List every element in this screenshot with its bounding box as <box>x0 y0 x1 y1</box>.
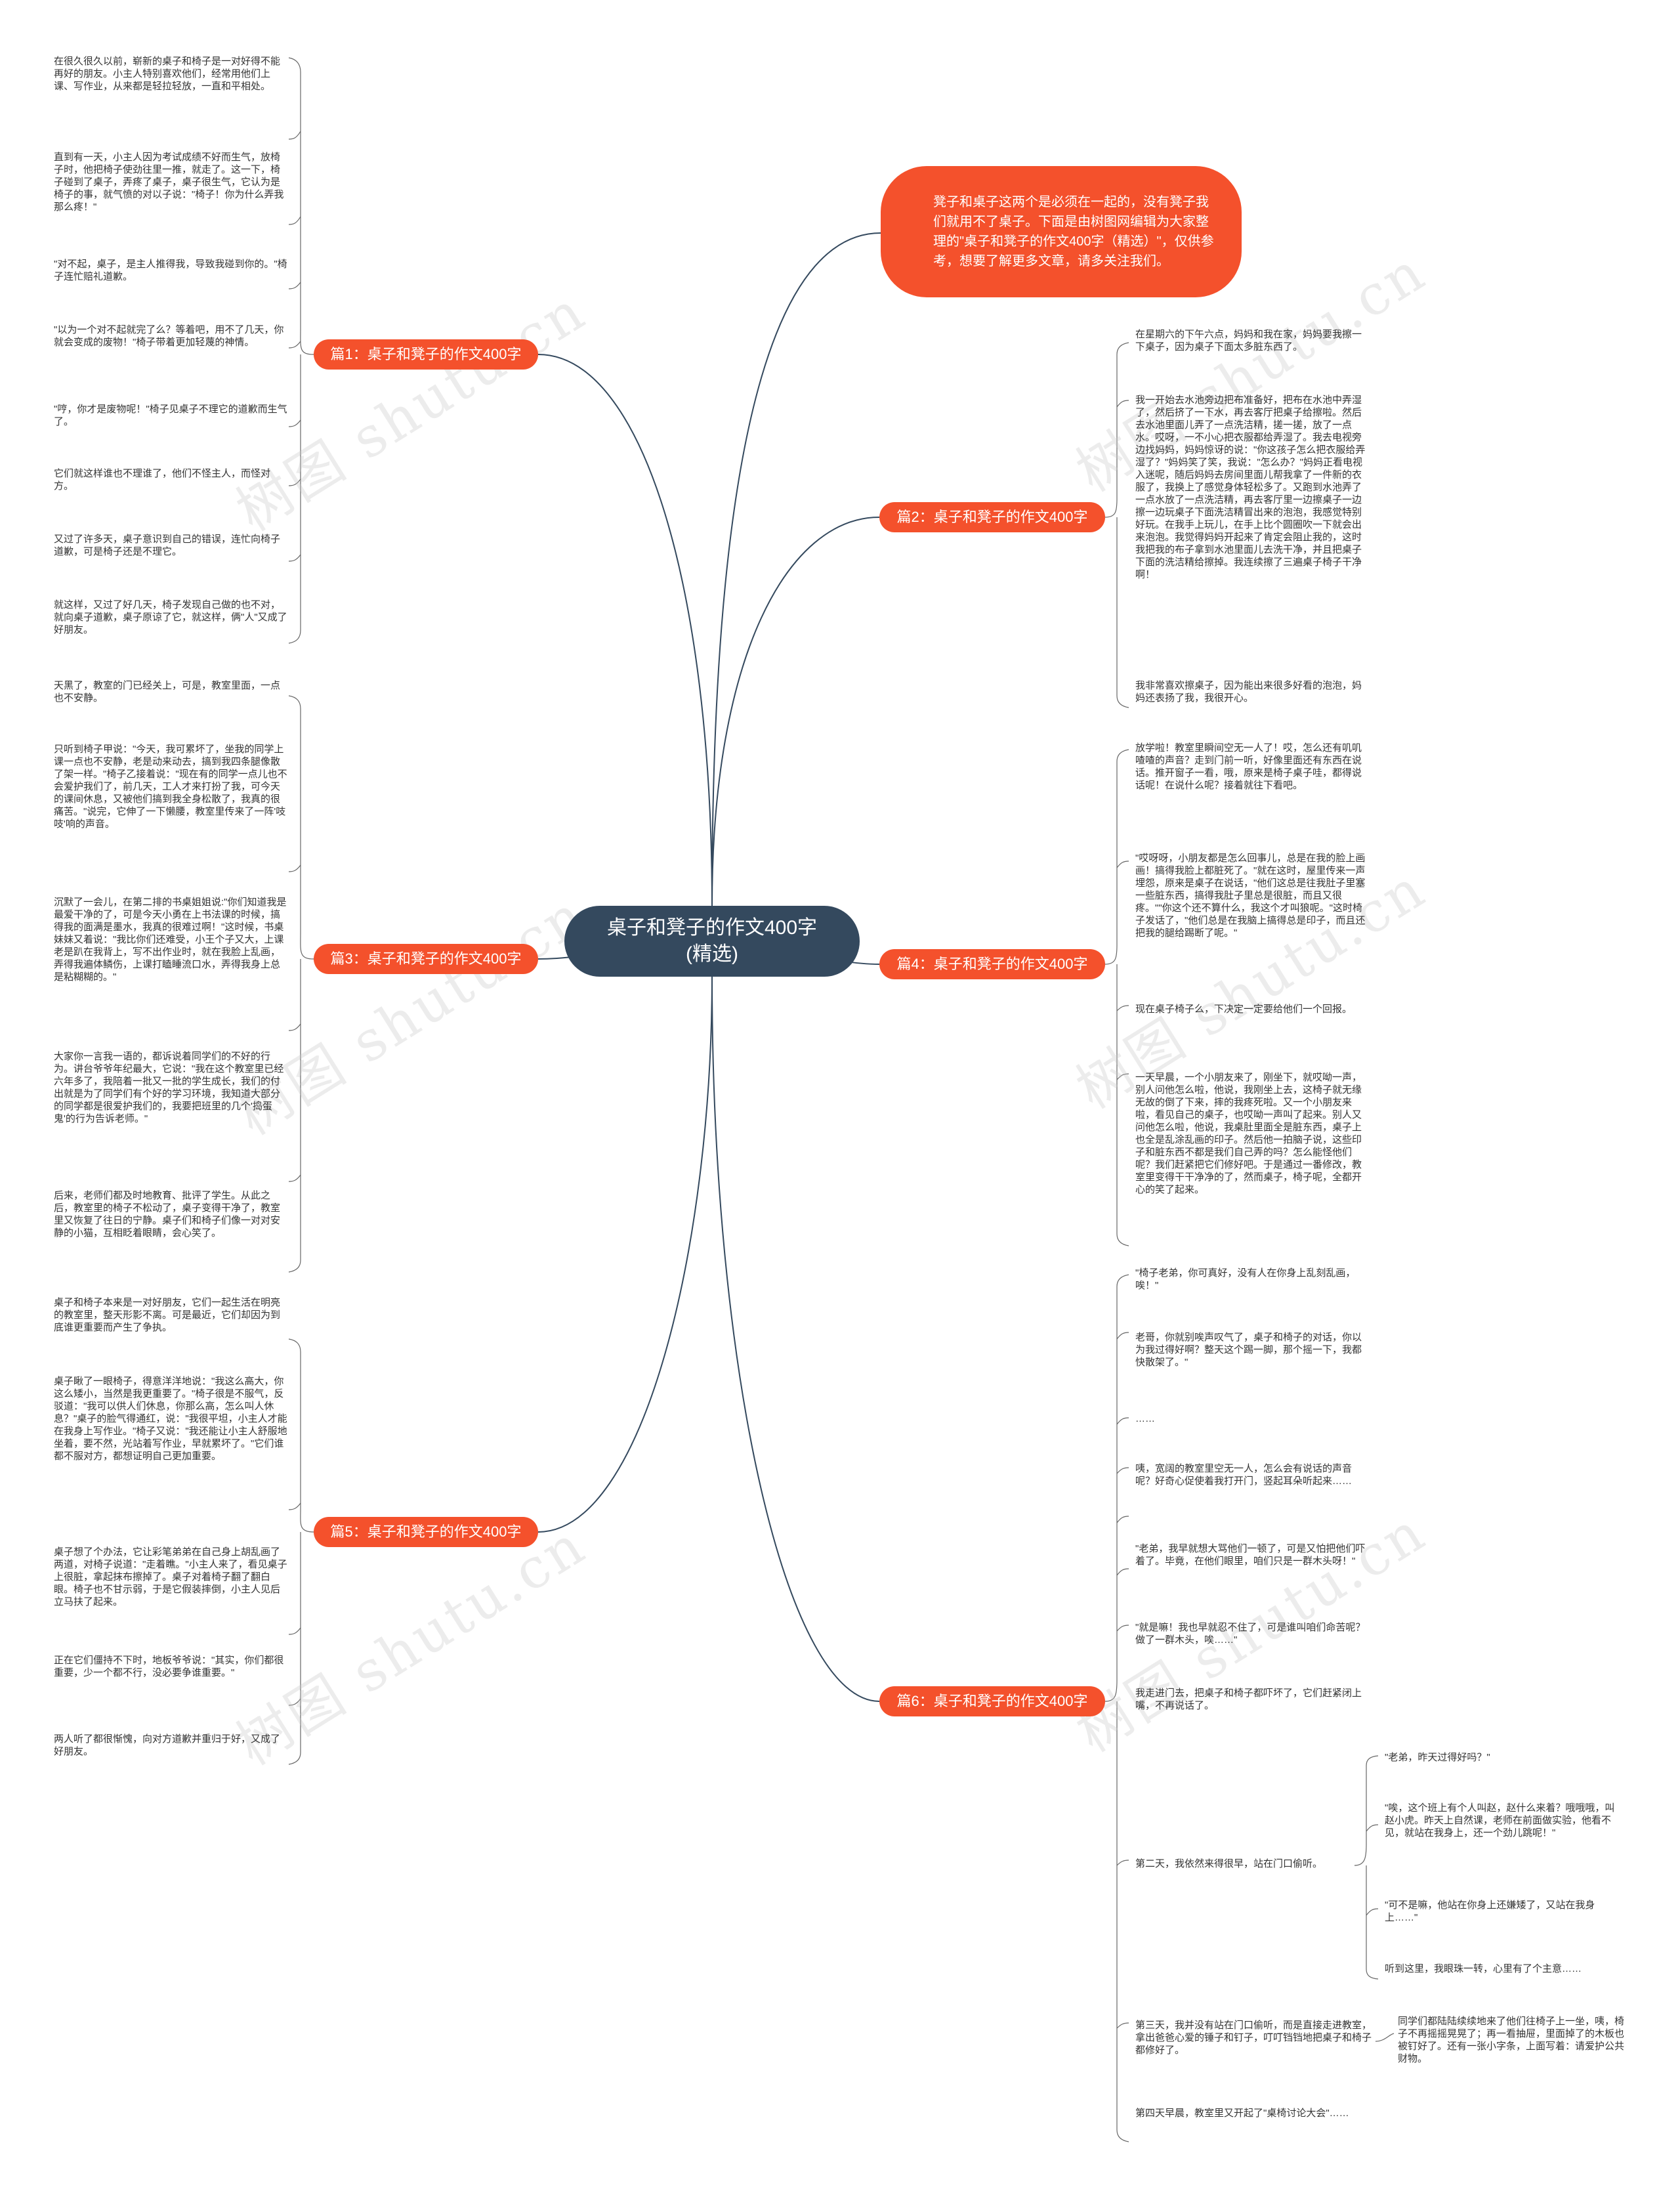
leaf-b6-3: …… <box>1135 1413 1155 1424</box>
leaf-b6-9: 第三天，我并没有站在门口偷听，而是直接走进教室，拿出爸爸心爱的锤子和钉子，叮叮铛… <box>1135 2020 1372 2056</box>
leaf-b6-5: "老弟，我早就想大骂他们一顿了，可是又怕把他们吓着了。毕竟，在他们眼里，咱们只是… <box>1135 1543 1366 1567</box>
leaf-b3-5: 后来，老师们都及时地教育、批评了学生。从此之后，教室里的椅子不松动了，桌子变得干… <box>54 1190 281 1239</box>
leaf-b4-2: "哎呀呀，小朋友都是怎么回事儿，总是在我的脸上画画！搞得我脸上都脏死了。"就在这… <box>1135 853 1366 939</box>
leaf-day3-1: 同学们都陆陆续续地来了他们往椅子上一坐，咦，椅子不再摇摇晃晃了；再一看抽屉，里面… <box>1398 2016 1625 2064</box>
connector-root-b5 <box>537 976 713 1533</box>
leaf-b5-5: 两人听了都很惭愧，向对方道歉并重归于好，又成了好朋友。 <box>54 1734 281 1757</box>
leaf-b1-7: 又过了许多天，桌子意识到自己的错误，连忙向椅子道歉，可是椅子还是不理它。 <box>54 534 281 557</box>
leaf-b2-3: 我非常喜欢擦桌子，因为能出来很多好看的泡泡，妈妈还表扬了我，我很开心。 <box>1135 680 1362 704</box>
connector-root-b1 <box>537 354 713 906</box>
leaf-b6-10: 第四天早晨，教室里又开起了"桌椅讨论大会"…… <box>1135 2108 1349 2119</box>
leaf-day2-1: "老弟，昨天过得好吗？" <box>1385 1752 1490 1763</box>
branch-1[interactable]: 篇1：桌子和凳子的作文400字 <box>314 339 538 370</box>
intro-node[interactable]: 凳子和桌子这两个是必须在一起的，没有凳子我们就用不了桌子。下面是由树图网编辑为大… <box>881 166 1242 297</box>
branch-4[interactable]: 篇4：桌子和凳子的作文400字 <box>879 949 1105 979</box>
branch-3[interactable]: 篇3：桌子和凳子的作文400字 <box>314 944 538 974</box>
leaf-b6-4: 咦，宽阔的教室里空无一人，怎么会有说话的声音呢？好奇心促使着我打开门，竖起耳朵听… <box>1135 1463 1353 1487</box>
leaf-b6-6: "就是嘛！我也早就忍不住了，可是谁叫咱们命苦呢？做了一群木头，唉……" <box>1135 1622 1366 1646</box>
leaf-b1-3: "对不起，桌子，是主人推得我，导致我碰到你的。"椅子连忙赔礼道歉。 <box>54 259 287 282</box>
leaf-b6-2: 老哥，你就别唉声叹气了，桌子和椅子的对话，你以为我过得好啊？整天这个踢一脚，那个… <box>1135 1332 1362 1368</box>
leaf-day2-4: 听到这里，我眼珠一转，心里有了个主意…… <box>1385 1963 1582 1974</box>
leaf-b3-3: 沉默了一会儿，在第二排的书桌姐姐说:"你们知道我是最爱干净的了，可是今天小勇在上… <box>54 897 287 983</box>
leaf-b5-1: 桌子和椅子本来是一对好朋友，它们一起生活在明亮的教室里，整天形影不离。可是最近，… <box>54 1297 281 1333</box>
leaf-b6-7: 我走进门去，把桌子和椅子都吓坏了，它们赶紧闭上嘴，不再说话了。 <box>1135 1688 1362 1711</box>
leaf-b5-2: 桌子瞅了一眼椅子，得意洋洋地说："我这么高大，你这么矮小，当然是我更重要了。"椅… <box>54 1376 287 1462</box>
leaf-b3-1: 天黑了，教室的门已经关上，可是，教室里面，一点也不安静。 <box>54 680 281 704</box>
leaf-day2-2: "唉，这个班上有个人叫赵，赵什么来着？哦哦哦，叫赵小虎。昨天上自然课，老师在前面… <box>1385 1802 1615 1839</box>
leaf-b4-3: 现在桌子椅子么，下决定一定要给他们一个回报。 <box>1135 1004 1353 1015</box>
leaf-b5-4: 正在它们僵持不下时，地板爷爷说："其实，你们都很重要，少一个都不行，没必要争谁重… <box>54 1655 284 1678</box>
leaf-b6-1: "椅子老弟，你可真好，没有人在你身上乱刻乱画，唉！" <box>1135 1267 1356 1291</box>
leaf-b1-1: 在很久很久以前，崭新的桌子和椅子是一对好得不能再好的朋友。小主人特别喜欢他们，经… <box>54 56 281 92</box>
leaf-b3-4: 大家你一言我一语的，都诉说着同学们的不好的行为。讲台爷爷年纪最大，它说："我在这… <box>54 1051 284 1124</box>
connector-root-b2 <box>711 517 880 906</box>
connector-root-intro <box>711 232 881 906</box>
leaf-b1-8: 就这样，又过了好几天，椅子发现自己做的也不对，就向桌子道歉，桌子原谅了它，就这样… <box>54 599 287 635</box>
leaf-b5-3: 桌子想了个办法，它让彩笔弟弟在自己身上胡乱画了两道，对椅子说道："走着瞧。"小主… <box>54 1546 287 1607</box>
leaf-b2-2: 我一开始去水池旁边把布准备好，把布在水池中弄湿了，然后挤了一下水，再去客厅把桌子… <box>1135 394 1366 580</box>
branch-5[interactable]: 篇5：桌子和凳子的作文400字 <box>314 1517 538 1547</box>
leaf-day2-3: "可不是嘛，他站在你身上还嫌矮了，又站在我身上……" <box>1385 1900 1595 1923</box>
leaf-b1-4: "以为一个对不起就完了么？等着吧，用不了几天，你就会变成的废物！"椅子带着更加轻… <box>54 324 284 348</box>
leaf-b1-6: 它们就这样谁也不理谁了，他们不怪主人，而怪对方。 <box>54 468 271 492</box>
leaf-b1-2: 直到有一天，小主人因为考试成绩不好而生气，放椅子时，他把椅子使劲往里一推，就走了… <box>54 152 284 213</box>
intro-text: 凳子和桌子这两个是必须在一起的，没有凳子我们就用不了桌子。下面是由树图网编辑为大… <box>933 195 1214 268</box>
leaf-b1-5: "哼，你才是废物呢！"椅子见桌子不理它的道歉而生气了。 <box>54 404 287 427</box>
branch-2[interactable]: 篇2：桌子和凳子的作文400字 <box>879 502 1105 532</box>
leaf-b6-8: 第二天，我依然来得很早，站在门口偷听。 <box>1135 1858 1323 1869</box>
leaf-b2-1: 在星期六的下午六点，妈妈和我在家，妈妈要我擦一下桌子，因为桌子下面太多脏东西了。 <box>1135 329 1362 352</box>
root-subtitle: (精选) <box>686 943 738 965</box>
root-title: 桌子和凳子的作文400字 <box>606 917 818 939</box>
connector-root-b6 <box>711 976 880 1702</box>
root-topic[interactable]: 桌子和凳子的作文400字 (精选) <box>564 906 860 977</box>
branch-6[interactable]: 篇6：桌子和凳子的作文400字 <box>879 1686 1105 1716</box>
leaf-b4-4: 一天早晨，一个小朋友来了，刚坐下，就哎呦一声，别人问他怎么啦，他说，我刚坐上去，… <box>1135 1072 1362 1195</box>
leaf-b4-1: 放学啦！教室里瞬间空无一人了！哎，怎么还有叽叽喳喳的声音？走到门前一听，好像里面… <box>1135 742 1362 791</box>
leaf-b3-2: 只听到椅子甲说："今天，我可累坏了，坐我的同学上课一点也不安静，老是动来动去，搞… <box>54 744 287 830</box>
